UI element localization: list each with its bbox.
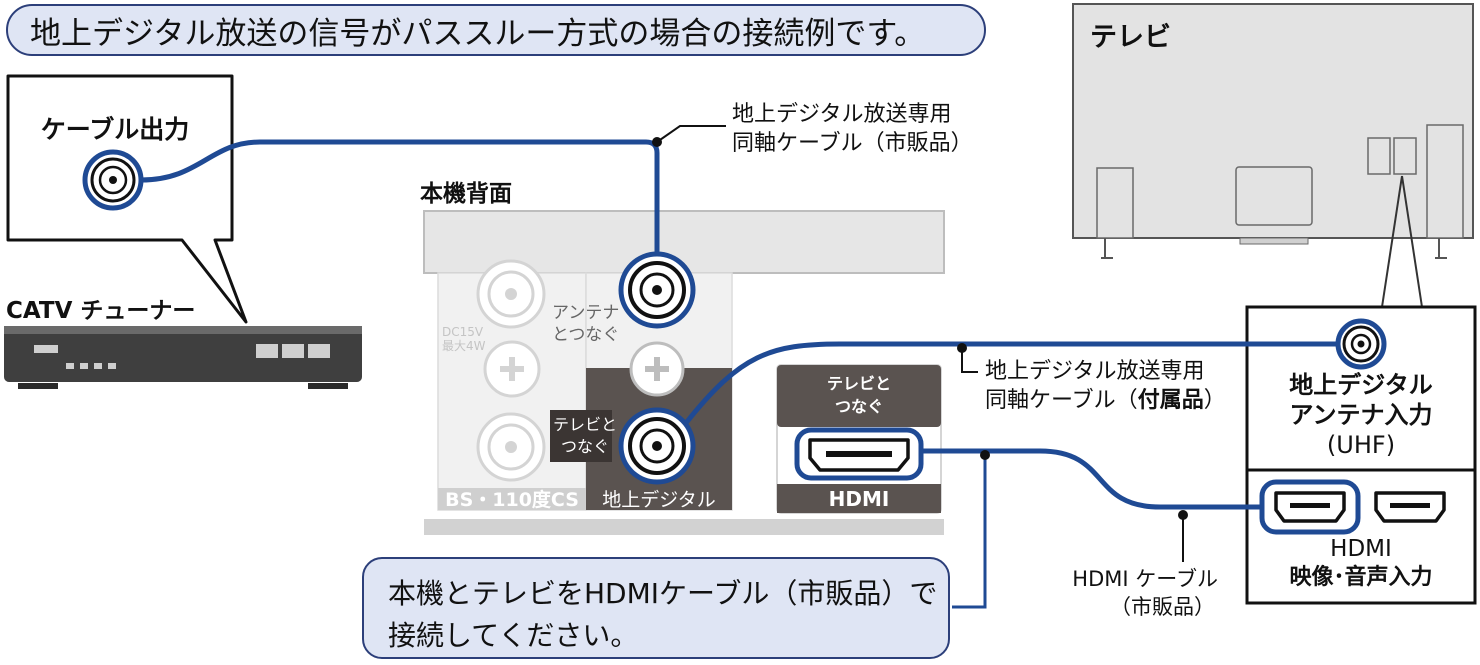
terrestrial-antenna-in-port	[618, 251, 696, 329]
tv-out-label-2: つなぐ	[561, 437, 609, 456]
bs-power-text-1: DC15V	[442, 325, 484, 339]
coax-cable-catv-to-unit	[140, 139, 660, 254]
tv-hdmi-port-1	[1259, 479, 1361, 535]
tv-antenna-label-2: アンテナ入力	[1289, 401, 1432, 429]
header-banner: 地上デジタル放送の信号がパススルー方式の場合の接続例です。	[6, 4, 986, 56]
terrestrial-tv-out-port	[618, 407, 696, 485]
instruction-note: 本機とテレビをHDMIケーブル（市販品）で 接続してください。	[362, 557, 950, 659]
coax-mid-label-2: 同軸ケーブル（付属品）	[985, 388, 1226, 413]
cable-output-port	[82, 149, 144, 211]
hdmi-cable	[921, 448, 1262, 510]
bs-section-label: BS・110度CS	[445, 488, 579, 511]
tv-antenna-label-1: 地上デジタル	[1289, 371, 1433, 399]
antenna-in-label-1: アンテナ	[552, 303, 619, 323]
tv-title: テレビ	[1090, 22, 1171, 53]
cable-output-label: ケーブル出力	[41, 115, 190, 144]
tv-antenna-label-3: (UHF)	[1327, 431, 1395, 459]
bs-antenna-port	[476, 259, 546, 329]
tv-hdmi-label-1: HDMI	[1330, 536, 1392, 562]
unit-hdmi-port	[794, 427, 924, 481]
bs-screw	[483, 340, 541, 398]
terrestrial-screw	[629, 341, 685, 397]
tv-out-label-1: テレビと	[553, 415, 617, 434]
hdmi-tag-1: テレビと	[827, 374, 891, 393]
hdmi-cable-label-1: HDMI ケーブル	[1072, 567, 1218, 591]
coax-mid-label-1: 地上デジタル放送専用	[985, 359, 1205, 384]
coax-cable-unit-to-tv	[684, 341, 1338, 425]
hdmi-tag-2: つなぐ	[835, 397, 883, 416]
tv-antenna-port	[1335, 318, 1387, 370]
terrestrial-section-label: 地上デジタル	[602, 489, 716, 511]
antenna-in-label-2: とつなぐ	[552, 325, 619, 345]
hdmi-cable-label-2: （市販品）	[1110, 595, 1215, 619]
note-line-2: 接続してください。	[388, 619, 639, 652]
coax-top-label-1: 地上デジタル放送専用	[732, 102, 952, 127]
tv-hdmi-label-2: 映像･音声入力	[1289, 564, 1432, 590]
tv-input-panel	[1245, 305, 1477, 605]
bs-output-port	[476, 412, 546, 482]
coax-top-label-2: 同軸ケーブル（市販品）	[732, 131, 973, 156]
header-title: 地上デジタル放送の信号がパススルー方式の場合の接続例です。	[30, 15, 926, 52]
unit-rear-title: 本機背面	[420, 181, 512, 207]
note-line-1: 本機とテレビをHDMIケーブル（市販品）で	[388, 577, 938, 610]
catv-tuner	[4, 326, 362, 389]
tv-hdmi-port-2	[1374, 491, 1446, 523]
hdmi-label: HDMI	[829, 487, 890, 511]
catv-tuner-label: CATV チューナー	[6, 298, 195, 324]
bs-power-text-2: 最大4W	[442, 339, 486, 353]
